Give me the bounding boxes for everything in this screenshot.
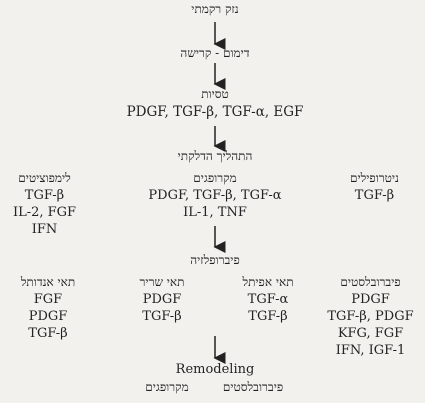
cell-name: תאי שריר (139, 275, 185, 289)
factor: TGF-β (24, 188, 65, 203)
inflammatory-neutrophils: ניטרופילים TGF-β (332, 170, 417, 204)
factor: TGF-β (28, 326, 68, 341)
inflammatory-macrophages: מקרופגים PDGF, TGF-β, TGF-α IL-1, TNF (140, 170, 290, 221)
factor: IL-2, FGF (12, 205, 77, 220)
factor: PDGF, TGF-β, TGF-α (148, 188, 282, 203)
factor: PDGF (142, 292, 182, 307)
step-fibroplasia: פיברופלזיה (190, 253, 240, 267)
inflammatory-lymphocytes: לימפוציטים TGF-β IL-2, FGF IFN (2, 170, 87, 238)
factor: IFN (31, 222, 58, 237)
factor: TGF-β (142, 309, 182, 324)
cell-name: לימפוציטים (18, 171, 71, 185)
cell-name: מקרופגים (193, 171, 237, 185)
factor: TGF-α (247, 292, 289, 307)
fibroplasia-endothelial: תאי אנדותל FGF PDGF TGF-β (8, 274, 88, 342)
remodeling-cells-macrophages: מקרופגים (145, 380, 189, 394)
factor: IL-1, TNF (183, 205, 247, 220)
factor: PDGF (351, 292, 390, 307)
factor: TGF-β (248, 309, 288, 324)
factor: TGF-β, PDGF (327, 309, 414, 324)
step-platelets-title: טסיות (201, 87, 229, 101)
remodeling-cells-fibroblasts: פיברובלסטים (222, 380, 284, 394)
step-tissue-damage: נזק רקמתי (191, 2, 239, 16)
factor: FGF (33, 292, 63, 307)
factor: TGF-β (354, 188, 395, 203)
cell-name: ניטרופילים (350, 171, 399, 185)
step-platelets-factors: PDGF, TGF-β, TGF-α, EGF (126, 104, 304, 120)
cell-name: תאי אנדותל (20, 275, 76, 289)
factor: KFG, FGF (337, 326, 404, 341)
step-inflammatory: התהליך הדלקתי (177, 149, 253, 163)
cell-name: פיברובלסטים (340, 275, 401, 289)
factor: PDGF (28, 309, 68, 324)
fibroplasia-epithelial: תאי אפיתל TGF-α TGF-β (228, 274, 308, 325)
factor: IFN, IGF-1 (335, 343, 406, 358)
step-bleeding-clot: דימום - קרישה (180, 46, 250, 60)
fibroplasia-muscle: תאי שריר PDGF TGF-β (122, 274, 202, 325)
step-remodeling-title: Remodeling (175, 362, 255, 377)
cell-name: תאי אפיתל (242, 275, 294, 289)
fibroplasia-fibroblasts: פיברובלסטים PDGF TGF-β, PDGF KFG, FGF IF… (318, 274, 423, 359)
